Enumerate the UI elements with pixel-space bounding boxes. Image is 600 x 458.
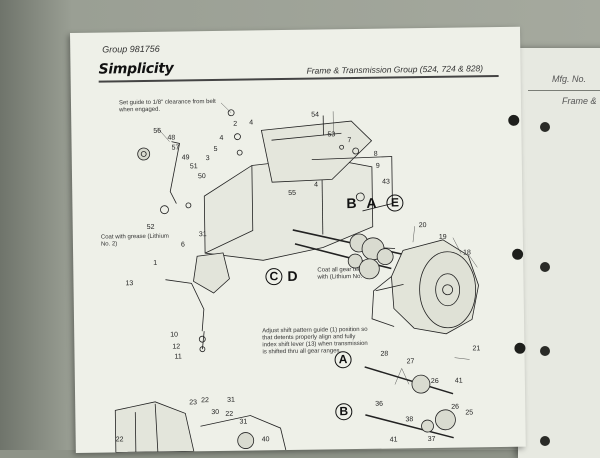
callout-number: 3 xyxy=(206,155,210,162)
callout-number: 21 xyxy=(472,345,480,352)
callout-number: 31 xyxy=(239,419,247,426)
callout-number: 28 xyxy=(380,351,388,358)
binder-hole xyxy=(540,436,550,446)
manual-page: Group 981756 Simplicity Frame & Transmis… xyxy=(70,27,526,453)
callout-number: 57 xyxy=(172,144,180,151)
callout-number: 12 xyxy=(172,343,180,350)
callout-number: 48 xyxy=(167,135,175,142)
callout-number: 52 xyxy=(147,224,155,231)
callout-number: 36 xyxy=(375,401,383,408)
callout-number: 4 xyxy=(219,135,223,142)
callout-number: 31 xyxy=(199,231,207,238)
binder-hole xyxy=(540,346,550,356)
callout-number: 18 xyxy=(463,249,471,256)
exploded-parts-diagram xyxy=(70,27,526,453)
callout-number: 31 xyxy=(227,397,235,404)
callout-number: 27 xyxy=(407,358,415,365)
callout-number: 56 xyxy=(153,128,161,135)
callout-number: 49 xyxy=(182,154,190,161)
binder-hole xyxy=(540,262,550,272)
callout-number: 50 xyxy=(198,173,206,180)
callout-number: 1 xyxy=(153,260,157,267)
callout-number: 22 xyxy=(225,411,233,418)
view-letter-b: B xyxy=(346,195,356,211)
callout-number: 23 xyxy=(189,399,197,406)
view-letter-e: E xyxy=(386,194,403,211)
callout-number: 7 xyxy=(347,137,351,144)
callout-number: 5 xyxy=(214,146,218,153)
callout-number: 20 xyxy=(419,222,427,229)
binder-hole xyxy=(540,122,550,132)
callout-number: 26 xyxy=(431,378,439,385)
view-letter-d: D xyxy=(287,268,297,284)
callout-number: 51 xyxy=(190,163,198,170)
callout-number: 43 xyxy=(382,179,390,186)
callout-number: 55 xyxy=(288,190,296,197)
callout-number: 40 xyxy=(262,436,270,443)
callout-number: 22 xyxy=(116,436,124,443)
view-letter-a: A xyxy=(366,195,376,211)
callout-number: 37 xyxy=(428,436,436,443)
callout-number: 13 xyxy=(125,280,133,287)
callout-number: 19 xyxy=(439,234,447,241)
callout-number: 8 xyxy=(374,151,378,158)
right-page-mfg: Mfg. No. xyxy=(552,74,586,84)
right-page-title: Frame & xyxy=(562,96,597,106)
callout-number: 26 xyxy=(451,404,459,411)
callout-number: 4 xyxy=(314,182,318,189)
callout-number: 4 xyxy=(249,119,253,126)
callout-number: 9 xyxy=(376,163,380,170)
view-letter-b-lower: B xyxy=(335,403,352,420)
callout-number: 41 xyxy=(455,378,463,385)
callout-number: 38 xyxy=(405,416,413,423)
right-page-rule xyxy=(528,90,600,91)
callout-number: 41 xyxy=(390,436,398,443)
callout-number: 10 xyxy=(170,332,178,339)
callout-number: 30 xyxy=(211,409,219,416)
callout-number: 11 xyxy=(174,353,181,360)
callout-number: 54 xyxy=(311,112,319,119)
right-page: Mfg. No. Frame & xyxy=(518,48,600,458)
callout-number: 6 xyxy=(181,241,185,248)
callout-number: 2 xyxy=(233,121,237,128)
callout-number: 22 xyxy=(201,397,209,404)
callout-number: 53 xyxy=(327,131,335,138)
callout-number: 25 xyxy=(465,409,473,416)
